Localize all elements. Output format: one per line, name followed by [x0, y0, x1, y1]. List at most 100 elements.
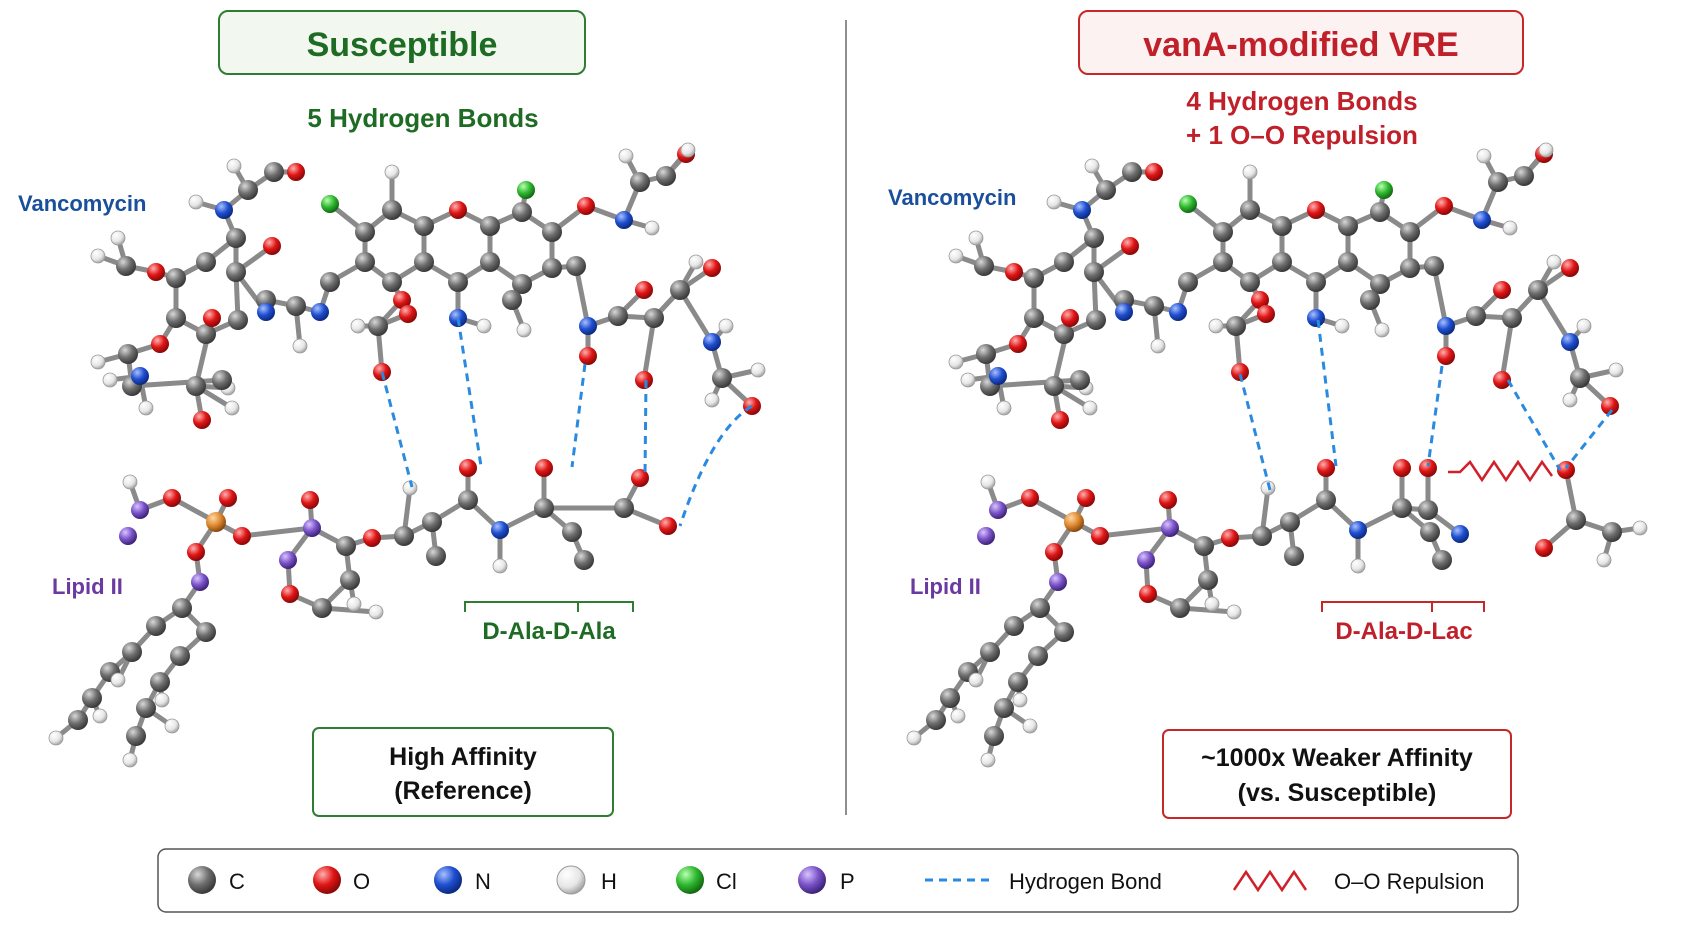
hydrogen-atom: [1576, 318, 1592, 334]
hydrogen-atom: [1012, 692, 1028, 708]
carbon-atom: [1096, 180, 1116, 200]
right-affinity-line2: (vs. Susceptible): [1238, 779, 1437, 807]
legend-item-repulsion: O–O Repulsion: [1232, 869, 1484, 894]
carbon-atom: [574, 550, 594, 570]
legend: C O N H Cl P Hydrogen Bond O–O Repulsio: [157, 848, 1519, 913]
carbon-atom: [136, 698, 156, 718]
nitrogen-atom: [311, 303, 329, 321]
molecule-bond: [1431, 263, 1449, 329]
oxygen-atom: [577, 197, 595, 215]
hbond: [678, 404, 753, 527]
carbon-atom: [630, 172, 650, 192]
right-subtitle-line2: + 1 O–O Repulsion: [1186, 120, 1418, 150]
nitrogen-atom: [491, 521, 509, 539]
oxygen-atom: [703, 259, 721, 277]
hydrogen-atom: [1204, 596, 1220, 612]
legend-label: O–O Repulsion: [1334, 869, 1484, 894]
legend-label: Hydrogen Bond: [1009, 869, 1162, 894]
legend-label: N: [475, 869, 491, 894]
carbon-atom: [226, 262, 246, 282]
hydrogen-atom: [1084, 158, 1100, 174]
hydrogen-atom: [968, 672, 984, 688]
oxygen-atom: [281, 585, 299, 603]
phosphorus-atom-icon: [798, 866, 826, 894]
hydrogen-atom: [1208, 318, 1224, 334]
oxygen-atom: [1561, 259, 1579, 277]
chlorine-atom: [1179, 195, 1197, 213]
carbon-atom: [1284, 546, 1304, 566]
carbon-atom: [1054, 622, 1074, 642]
carbon-atom: [1306, 272, 1326, 292]
hydrogen-atom: [948, 354, 964, 370]
carbon-atom: [340, 570, 360, 590]
carbon-atom: [1086, 310, 1106, 330]
carbon-atom: [1514, 166, 1534, 186]
hbond: [1426, 365, 1444, 467]
hydrogen-atom: [492, 558, 508, 574]
hydrogen-atom: [1608, 362, 1624, 378]
carbon-atom: [1466, 306, 1486, 326]
hydrogen-atom: [688, 254, 704, 270]
hydrogen-atom: [968, 230, 984, 246]
carbon-atom: [414, 252, 434, 272]
hbond: [1238, 373, 1272, 491]
oxygen-atom: [1307, 201, 1325, 219]
carbon-atom: [422, 512, 442, 532]
oxygen-atom: [1077, 489, 1095, 507]
right-peptide-bracket: [1321, 601, 1485, 612]
left-peptide-label: D-Ala-D-Ala: [482, 618, 616, 645]
hydrogen-atom: [1476, 148, 1492, 164]
hydrogen-atom: [950, 708, 966, 724]
carbon-atom: [426, 546, 446, 566]
hydrogen-atom: [90, 248, 106, 264]
phosphorus-atom: [989, 501, 1007, 519]
carbon-atom: [1194, 536, 1214, 556]
phosphate-atom: [206, 512, 226, 532]
oxygen-atom: [1317, 459, 1335, 477]
carbon-atom: [1360, 290, 1380, 310]
legend-item-oxygen: O: [313, 866, 370, 894]
phosphorus-atom: [1161, 519, 1179, 537]
hydrogen-atom: [1350, 558, 1366, 574]
carbon-atom: [1054, 252, 1074, 272]
carbon-atom: [286, 296, 306, 316]
oxygen-atom: [1051, 411, 1069, 429]
carbon-atom: [1024, 308, 1044, 328]
carbon-atom: [542, 222, 562, 242]
carbon-atom: [980, 642, 1000, 662]
carbon-atom: [1084, 228, 1104, 248]
carbon-atom: [608, 306, 628, 326]
hydrogen-atom: [1242, 164, 1258, 180]
legend-item-carbon: C: [188, 866, 245, 894]
carbon-atom: [1400, 222, 1420, 242]
hydrogen-atom: [384, 164, 400, 180]
oxygen-atom: [263, 237, 281, 255]
hydrogen-atom: [122, 474, 138, 490]
nitrogen-atom: [1473, 211, 1491, 229]
legend-label: C: [229, 869, 245, 894]
zigzag-line-icon: [1232, 869, 1308, 893]
nitrogen-atom: [1561, 333, 1579, 351]
carbon-atom: [368, 316, 388, 336]
carbon-atom: [1004, 616, 1024, 636]
chlorine-atom: [321, 195, 339, 213]
molecule-bond: [573, 263, 591, 329]
oxygen-atom: [1493, 371, 1511, 389]
nitrogen-atom: [703, 333, 721, 351]
carbon-atom: [1566, 510, 1586, 530]
chlorine-atom: [1375, 181, 1393, 199]
carbon-atom: [1240, 272, 1260, 292]
phosphorus-atom: [279, 551, 297, 569]
carbon-atom: [68, 710, 88, 730]
oxygen-atom: [1009, 335, 1027, 353]
carbon-atom: [1370, 274, 1390, 294]
nitrogen-atom: [1349, 521, 1367, 539]
right-vancomycin-molecule: [948, 142, 1624, 429]
carbon-atom: [126, 726, 146, 746]
hbond: [1564, 409, 1614, 469]
phosphorus-atom: [1049, 573, 1067, 591]
hydrogen-atom: [110, 230, 126, 246]
nitrogen-atom: [989, 367, 1007, 385]
phosphorus-atom: [119, 527, 137, 545]
carbon-atom: [226, 228, 246, 248]
